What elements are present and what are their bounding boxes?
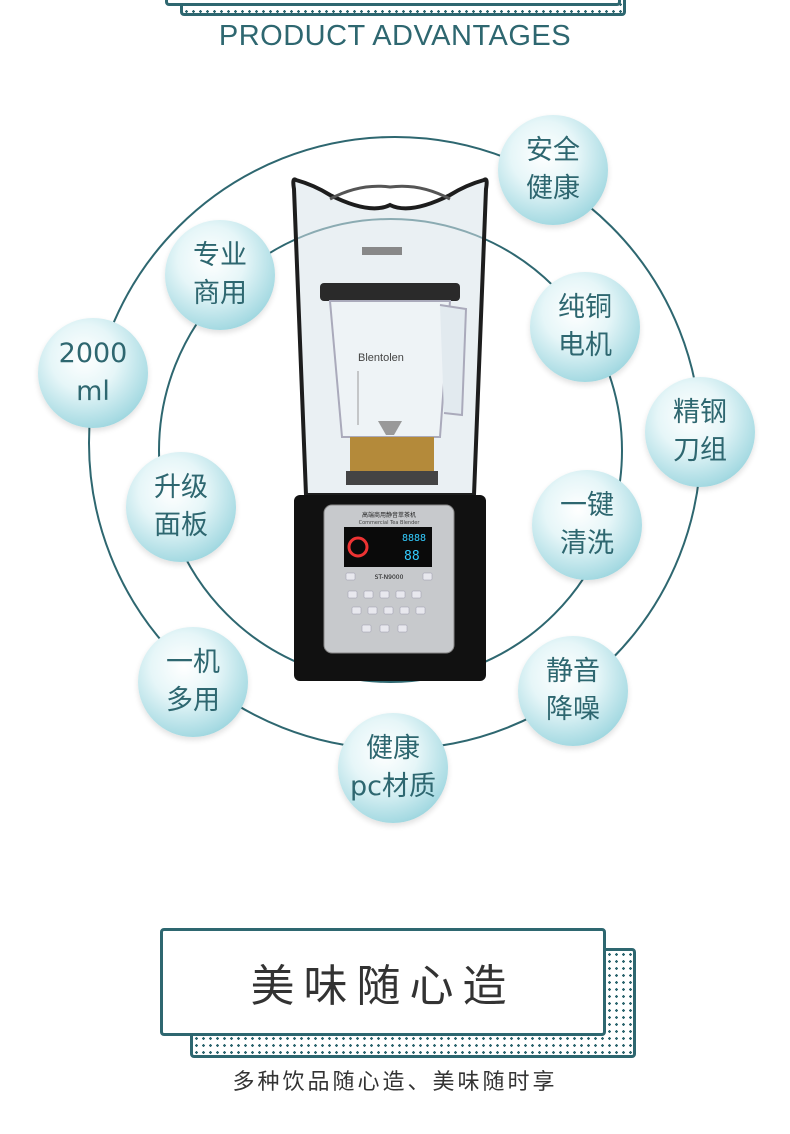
panel-subtitle: Commercial Tea Blender (359, 520, 421, 526)
feature-bubble-commercial: 专业商用 (165, 220, 275, 330)
feature-bubble-copper-motor: 纯铜电机 (530, 272, 640, 382)
footer-box: 美味随心造 (160, 928, 606, 1036)
footer-title: 美味随心造 (250, 961, 516, 1012)
panel-title: 高端商用静音萃茶机 (362, 511, 416, 519)
brand-label: Blentolen (358, 352, 404, 364)
header-box (165, 0, 621, 6)
model-label: ST-N9000 (375, 574, 404, 581)
section-title: PRODUCT ADVANTAGES (218, 20, 572, 52)
feature-bubble-multi-use: 一机多用 (138, 627, 248, 737)
feature-bubble-upgraded-panel: 升级面板 (126, 452, 236, 562)
feature-bubble-silent: 静音降噪 (518, 636, 628, 746)
feature-bubble-one-key-clean: 一键清洗 (532, 470, 642, 580)
feature-bubble-safe-healthy: 安全健康 (498, 115, 608, 225)
display-digits: 8888 (402, 533, 426, 544)
footer-subtitle: 多种饮品随心造、美味随时享 (232, 1070, 558, 1095)
blender-image: Blentolen 高端商用静音萃茶机 Commercial Tea Blend… (291, 177, 489, 681)
feature-bubble-steel-blades: 精钢刀组 (645, 377, 755, 487)
display-digits-2: 88 (404, 549, 420, 564)
